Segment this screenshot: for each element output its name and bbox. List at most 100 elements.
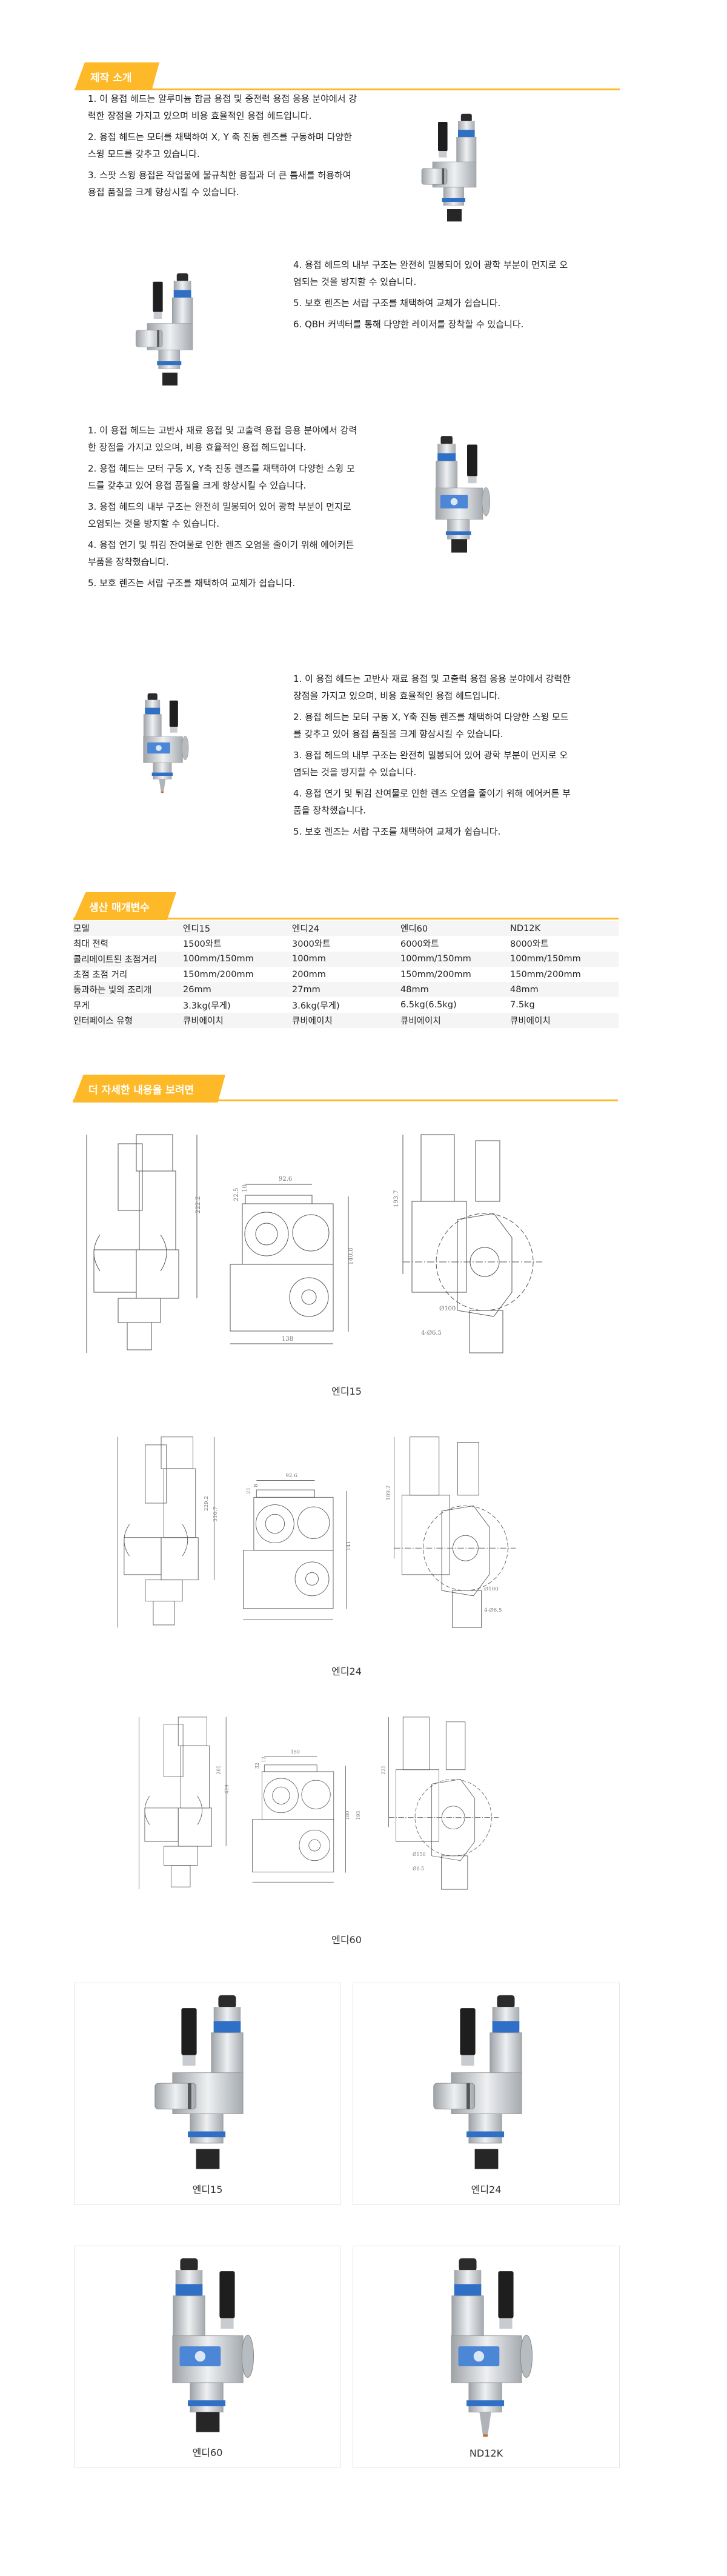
blue-band bbox=[213, 2021, 241, 2033]
dimension-label: Ø100 bbox=[439, 1306, 456, 1312]
motor-cylinder bbox=[433, 2083, 476, 2110]
qbh-cap bbox=[147, 693, 158, 701]
collimator-block bbox=[456, 136, 477, 163]
product-card[interactable]: ND12K bbox=[353, 2246, 620, 2468]
table-cell: 26mm bbox=[183, 982, 292, 998]
dimension-label: 32 bbox=[254, 1763, 260, 1769]
paragraph: 1. 이 용접 헤드는 알루미늄 합금 용접 및 중전력 용접 응용 분야에서 … bbox=[88, 93, 357, 121]
camera-lens bbox=[467, 444, 477, 476]
paragraph: 1. 이 용접 헤드는 고반사 재료 용접 및 고출력 용접 응용 분야에서 강… bbox=[88, 425, 357, 453]
dimension-label: 150 bbox=[291, 1749, 300, 1755]
dimension-label: 189.2 bbox=[385, 1486, 391, 1501]
welding-head-photo bbox=[418, 96, 491, 242]
mount-flange bbox=[482, 487, 491, 516]
drawing-caption: 엔디15 bbox=[331, 1386, 362, 1397]
collimator-block bbox=[171, 297, 193, 325]
dimension-label: 4-Ø6.5 bbox=[484, 1607, 502, 1613]
side-view bbox=[117, 1436, 214, 1628]
intro-text-3: 1. 이 용접 헤드는 고반사 재료 용접 및 고출력 용접 응용 분야에서 강… bbox=[88, 422, 360, 596]
product-card[interactable]: 엔디24 bbox=[353, 1983, 620, 2205]
product-photo bbox=[426, 1990, 547, 2178]
camera-lens bbox=[181, 2008, 197, 2055]
table-cell: 150mm/200mm bbox=[400, 969, 471, 979]
blue-band bbox=[454, 2284, 482, 2296]
dimension-label: 140.8 bbox=[348, 1247, 354, 1265]
product-card[interactable]: 엔디15 bbox=[74, 1983, 341, 2205]
blue-clamp bbox=[466, 2131, 505, 2138]
qbh-cap bbox=[460, 113, 472, 122]
paragraph: 6. QBH 커넥터를 통해 다양한 레이저를 장착할 수 있습니다. bbox=[293, 319, 524, 330]
section-tab-params: 생산 매개변수 bbox=[73, 892, 176, 920]
dimension-label: 138 bbox=[282, 1336, 293, 1343]
front-view bbox=[402, 1134, 542, 1353]
paragraph: 4. 용접 연기 및 튀김 잔여물로 인한 렌즈 오염을 줄이기 위해 에어커튼… bbox=[88, 539, 354, 567]
top-view bbox=[230, 1184, 349, 1344]
camera-lens bbox=[460, 2008, 476, 2055]
table-cell: 8000와트 bbox=[510, 939, 549, 950]
blue-band bbox=[492, 2021, 520, 2033]
dimension-label: 4-Ø6.5 bbox=[421, 1330, 442, 1336]
dimension-label: 92.6 bbox=[279, 1176, 292, 1183]
product-photo bbox=[147, 1990, 268, 2178]
table-cell: 큐비에이치 bbox=[400, 1012, 510, 1029]
blue-clamp bbox=[188, 2131, 226, 2138]
tab-background bbox=[75, 62, 159, 90]
technical-drawing-nd15: 318.7222.292.622.510140.8138193.7Ø1004-Ø… bbox=[82, 1126, 560, 1361]
blue-band bbox=[458, 130, 475, 138]
table-cell: 1500와트 bbox=[183, 939, 222, 950]
paragraph: 3. 스팟 스윙 용접은 작업물에 불규칙한 용접과 더 큰 틈새를 허용하여 … bbox=[88, 170, 351, 198]
row-header: 최대 전력 bbox=[73, 939, 108, 950]
table-cell: 엔디15 bbox=[183, 921, 292, 936]
table-cell: 100mm/150mm bbox=[183, 951, 292, 967]
top-view bbox=[252, 1756, 346, 1883]
row-header: 초점 초점 거리 bbox=[73, 970, 128, 981]
product-card[interactable]: 엔디60 bbox=[74, 2246, 341, 2468]
product-photo bbox=[147, 2254, 268, 2441]
table-cell: 3.3kg(무게) bbox=[183, 1001, 231, 1011]
blue-band bbox=[173, 290, 191, 298]
drawer bbox=[162, 372, 178, 385]
drawing-caption: 엔디24 bbox=[331, 1666, 362, 1677]
table-cell: 100mm bbox=[292, 951, 400, 967]
paragraph: 3. 용접 헤드의 내부 구조는 완전히 밀봉되어 있어 광학 부분이 먼지로 … bbox=[88, 501, 351, 529]
nozzle bbox=[159, 779, 166, 792]
paragraph: 2. 용접 헤드는 모터를 채택하여 X, Y 축 진동 렌즈를 구동하며 다양… bbox=[88, 132, 352, 159]
table-cell: 100mm/150mm bbox=[400, 951, 510, 967]
table-cell: 48mm bbox=[510, 982, 619, 998]
intro-text-2: 4. 용접 헤드의 내부 구조는 완전히 밀봉되어 있어 광학 부분이 먼지로 … bbox=[293, 256, 572, 337]
mount-flange bbox=[241, 2335, 254, 2378]
front-view bbox=[388, 1717, 499, 1890]
row-header: 콜리메이트된 초점거리 bbox=[73, 951, 183, 967]
section-tab-details: 더 자세한 내용을 보려면 bbox=[73, 1075, 225, 1103]
mount-flange bbox=[520, 2335, 533, 2378]
qbh-cap bbox=[497, 1995, 515, 2009]
dimension-label: 193 bbox=[356, 1811, 361, 1820]
welding-head-photo bbox=[420, 429, 499, 562]
dimension-label: 141 bbox=[346, 1541, 352, 1551]
row-header: 무게 bbox=[73, 1001, 90, 1011]
tab-background bbox=[73, 892, 176, 920]
camera-lens bbox=[153, 281, 163, 312]
table-cell: 3000와트 bbox=[292, 939, 331, 950]
motor-cylinder bbox=[154, 2083, 197, 2110]
lower-body bbox=[190, 2113, 224, 2144]
lower-body bbox=[468, 2382, 502, 2413]
product-label: ND12K bbox=[469, 2448, 503, 2459]
drawing-caption: 엔디60 bbox=[331, 1934, 362, 1946]
intro-text-1: 1. 이 용접 헤드는 알루미늄 합금 용접 및 중전력 용접 응용 분야에서 … bbox=[88, 90, 360, 205]
section-tab-intro: 제작 소개 bbox=[75, 62, 159, 90]
blue-clamp bbox=[157, 361, 182, 365]
dimension-label: 22.5 bbox=[233, 1188, 240, 1201]
tab-background bbox=[73, 1075, 225, 1103]
dimension-label: 180 bbox=[345, 1811, 350, 1820]
table-cell: 150mm/200mm bbox=[510, 969, 581, 979]
row-header: 모델 bbox=[73, 921, 183, 936]
collimator-block bbox=[436, 461, 458, 489]
lower-body bbox=[468, 2113, 502, 2144]
